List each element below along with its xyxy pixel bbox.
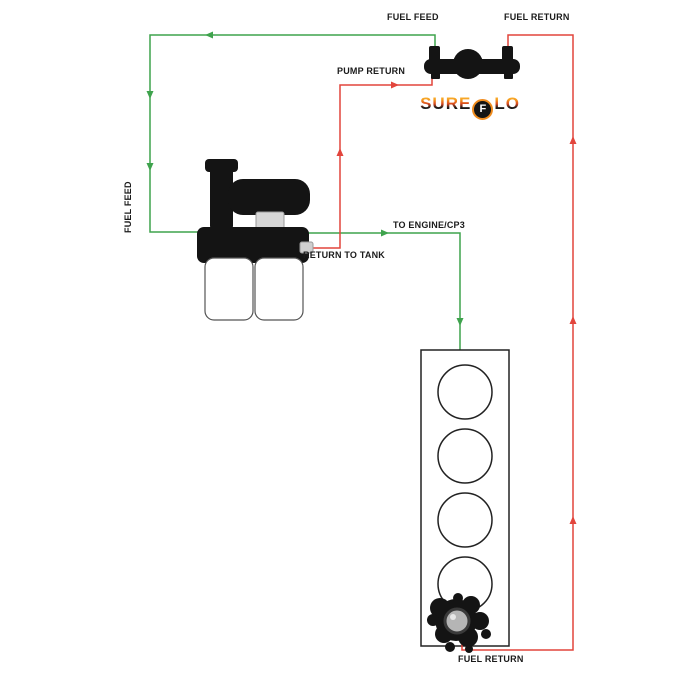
feed-port (429, 46, 440, 62)
return-line-cp3-to-tank (461, 34, 577, 651)
logo-text-lo: LO (494, 94, 520, 113)
feed-arrow-down-1 (146, 91, 154, 99)
label-to-engine-cp3: TO ENGINE/CP3 (393, 220, 465, 230)
cylinder-3 (437, 492, 493, 548)
logo-circle-f: F (472, 99, 494, 120)
feed-arrow-left (205, 31, 213, 39)
feed-arrow-right (381, 229, 389, 237)
return-port-nub (299, 241, 314, 254)
return-arrow-right (391, 81, 399, 89)
return-line-pump-to-tank (303, 70, 433, 249)
label-return-to-tank: RETURN TO TANK (303, 250, 385, 260)
label-fuel-feed-top: FUEL FEED (387, 12, 439, 22)
fuel-filter-pump (197, 159, 314, 321)
cp3-hub (443, 607, 471, 635)
label-pump-return: PUMP RETURN (337, 66, 406, 76)
sureflo-sending-unit (424, 46, 520, 79)
return-port (502, 46, 513, 62)
engine-block (420, 349, 510, 647)
return-arrow-up-1 (336, 148, 344, 156)
return-arrow-up-2 (569, 516, 577, 524)
filter-canister-1 (204, 257, 254, 321)
logo-text-sure: SURE (420, 94, 472, 113)
cylinder-2 (437, 428, 493, 484)
feed-arrow-down-2 (146, 163, 154, 171)
cp3-pump (427, 593, 491, 653)
label-fuel-feed-left: FUEL FEED (123, 181, 133, 233)
feed-arrow-down-3 (456, 318, 464, 326)
filter-canister-2 (254, 257, 304, 321)
return-arrow-up-3 (569, 316, 577, 324)
label-fuel-return-top: FUEL RETURN (504, 12, 570, 22)
cylinder-1 (437, 364, 493, 420)
label-fuel-return-bottom: FUEL RETURN (458, 654, 524, 664)
return-arrow-up-4 (569, 136, 577, 144)
feed-line-tank-to-pump (146, 31, 436, 233)
feed-line-pump-to-engine (305, 229, 464, 352)
